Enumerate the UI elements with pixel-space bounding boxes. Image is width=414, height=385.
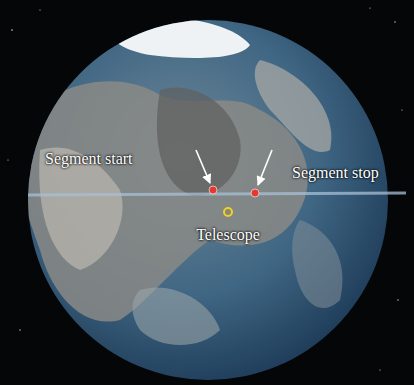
ground-track	[28, 193, 406, 195]
telescope-marker	[224, 208, 232, 216]
callout-label: Segment stop	[292, 164, 379, 182]
pointer-arrow	[258, 150, 272, 185]
pointer-arrow	[196, 150, 210, 183]
segment-stop-dot	[251, 189, 259, 197]
segment-start-dot	[209, 186, 217, 194]
callout-label: Telescope	[196, 226, 260, 244]
callout-label: Segment start	[45, 150, 133, 168]
